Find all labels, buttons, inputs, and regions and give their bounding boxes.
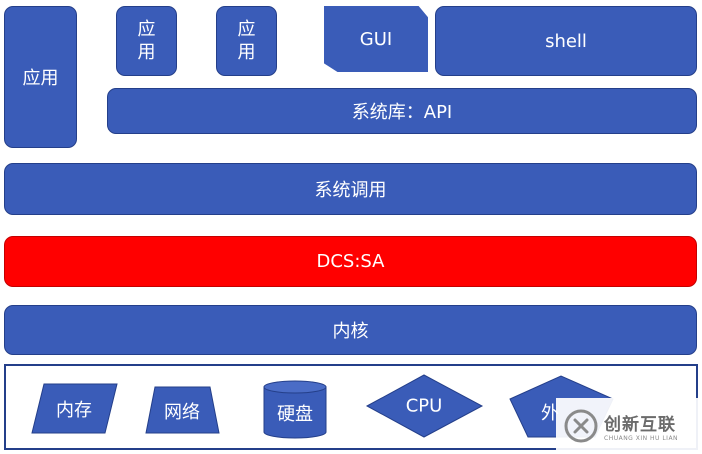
disk-top <box>263 380 327 394</box>
gui-label: GUI <box>359 28 393 50</box>
shell-box: shell <box>435 6 697 76</box>
system-library-label: 系统库：API <box>351 102 453 123</box>
app-left-box: 应用 <box>4 6 77 148</box>
kernel-label: 内核 <box>332 321 369 342</box>
watermark: 创新互联 CHUANG XIN HU LIAN <box>556 398 702 454</box>
dcs-sa-box: DCS:SA <box>4 236 697 287</box>
dcs-sa-label: DCS:SA <box>316 251 385 272</box>
disk-label: 硬盘 <box>277 404 313 425</box>
app-small-box-2: 应用 <box>216 6 277 76</box>
watermark-sub-text: CHUANG XIN HU LIAN <box>604 435 679 442</box>
system-call-box: 系统调用 <box>4 163 697 215</box>
system-call-label: 系统调用 <box>314 180 387 201</box>
cpu-shape <box>365 374 484 438</box>
watermark-logo-icon <box>564 409 598 443</box>
watermark-text: 创新互联 CHUANG XIN HU LIAN <box>604 410 678 442</box>
app-left-label: 应用 <box>22 68 59 89</box>
disk-shape <box>263 386 327 439</box>
shell-label: shell <box>545 30 587 52</box>
system-library-box: 系统库：API <box>107 88 697 134</box>
watermark-main-text: 创新互联 <box>604 415 676 435</box>
app-small-label-1: 应用 <box>137 19 156 63</box>
app-small-label-2: 应用 <box>237 19 256 63</box>
gui-box: GUI <box>324 6 428 72</box>
memory-label: 内存 <box>56 400 92 421</box>
memory-shape <box>31 383 118 434</box>
app-small-box-1: 应用 <box>116 6 177 76</box>
network-shape <box>145 386 220 434</box>
kernel-box: 内核 <box>4 305 697 355</box>
peripheral-label: 外 <box>541 403 559 424</box>
network-label: 网络 <box>164 402 200 423</box>
cpu-label: CPU <box>405 395 443 417</box>
